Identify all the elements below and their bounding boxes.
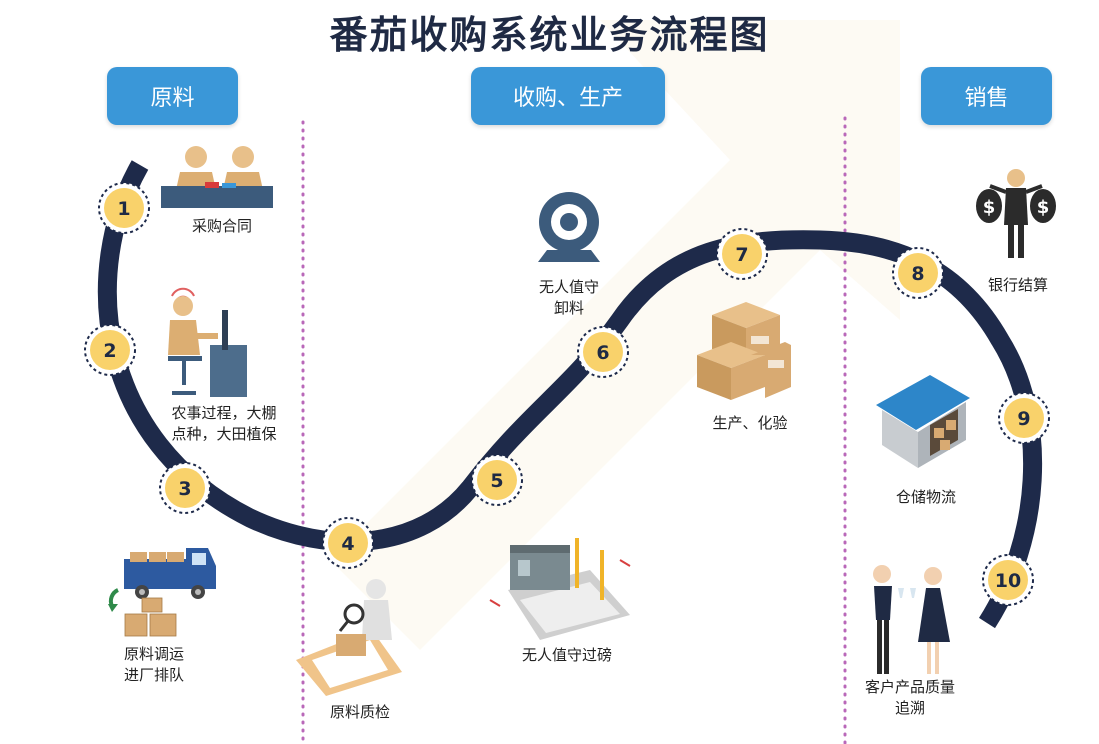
step-7-label: 生产、化验	[712, 414, 788, 432]
step-number-8: 8	[911, 263, 924, 285]
step-3-label: 原料调运 进厂排队	[123, 645, 184, 684]
svg-text:$: $	[1037, 197, 1050, 218]
step-number-6: 6	[596, 342, 609, 364]
phase-raw-material: 原料	[107, 67, 238, 125]
step-badge-8: 8	[892, 247, 944, 299]
step-badge-6: 6	[577, 326, 629, 378]
step-8-label: 银行结算	[987, 276, 1048, 294]
step-number-3: 3	[178, 478, 191, 500]
step-6-label: 无人值守 卸料	[538, 278, 599, 317]
delivery-truck-icon	[108, 548, 216, 637]
step-badge-7: 7	[716, 228, 768, 280]
contract-meeting-icon	[161, 146, 273, 208]
farmer-computer-icon	[168, 287, 247, 397]
weighbridge-icon	[489, 538, 631, 640]
step-number-10: 10	[995, 570, 1021, 592]
customer-toast-icon	[873, 565, 950, 674]
step-number-1: 1	[117, 198, 130, 220]
step-1-label: 采购合同	[191, 217, 252, 235]
step-badge-5: 5	[471, 454, 523, 506]
step-number-9: 9	[1017, 408, 1030, 430]
step-badge-1: 1	[98, 182, 150, 234]
phase-sales: 销售	[921, 67, 1052, 125]
step-badge-9: 9	[998, 392, 1050, 444]
step-9-label: 仓储物流	[895, 488, 956, 506]
webcam-icon	[538, 192, 600, 262]
step-5-label: 无人值守过磅	[521, 646, 612, 664]
step-4-label: 原料质检	[329, 703, 390, 721]
phase-purchase-production: 收购、生产	[471, 67, 665, 125]
step-number-5: 5	[490, 470, 503, 492]
page-title: 番茄收购系统业务流程图	[329, 12, 770, 57]
step-badge-4: 4	[322, 517, 374, 569]
svg-text:$: $	[983, 197, 996, 218]
step-badge-3: 3	[159, 462, 211, 514]
cardboard-boxes-icon	[697, 302, 791, 400]
step-number-7: 7	[735, 244, 748, 266]
step-badges: 1 2 3 4 5 6 7 8 9 10	[84, 182, 1050, 606]
quality-inspection-icon	[296, 579, 402, 696]
step-10-label: 客户产品质量 追溯	[864, 678, 955, 717]
step-number-4: 4	[341, 533, 354, 555]
step-2-label: 农事过程，大棚 点种，大田植保	[171, 404, 277, 443]
step-number-2: 2	[103, 340, 116, 362]
warehouse-icon	[876, 375, 970, 468]
step-badge-10: 10	[982, 554, 1034, 606]
step-badge-2: 2	[84, 324, 136, 376]
money-bag-businessman-icon: $ $	[976, 169, 1056, 258]
